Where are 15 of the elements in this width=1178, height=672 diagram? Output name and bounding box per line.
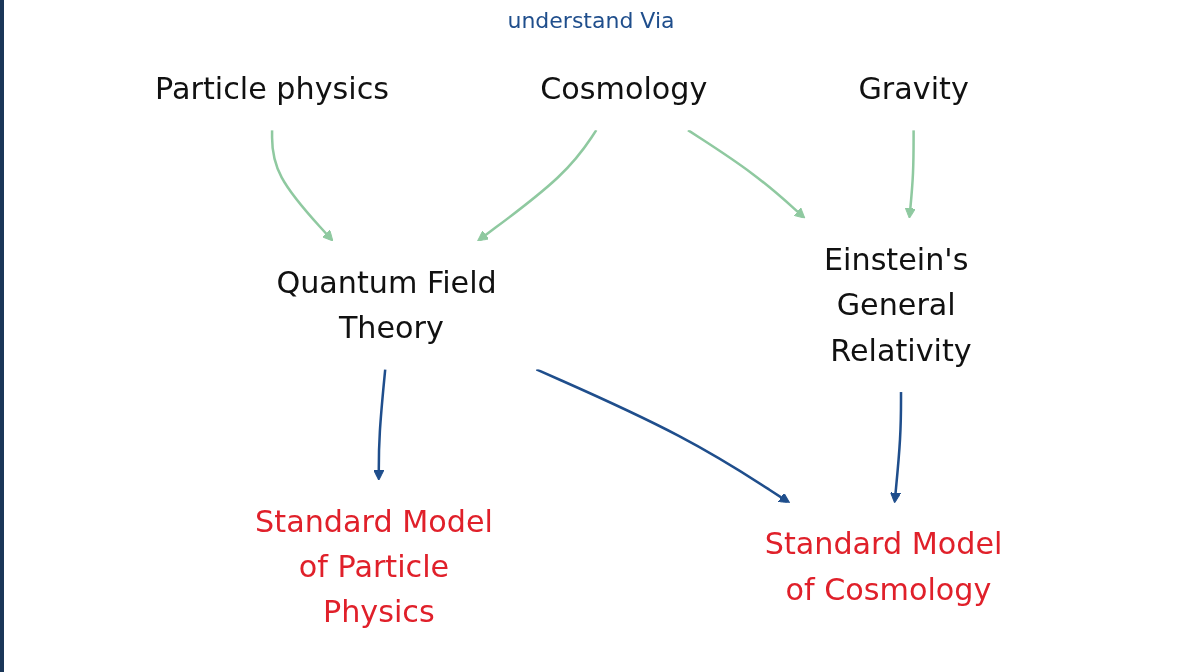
arrow xyxy=(687,129,806,219)
node-text: Standard Model of Cosmology xyxy=(764,526,1003,608)
node-text: Einstein's General Relativity xyxy=(823,242,972,369)
arrow xyxy=(904,130,916,219)
arrow xyxy=(535,368,791,504)
node-text: Quantum Field Theory xyxy=(276,264,497,346)
arrow xyxy=(373,369,387,481)
node-text: Particle physics xyxy=(155,70,390,107)
arrow xyxy=(270,130,334,242)
arrow xyxy=(477,129,598,242)
node-text: Standard Model of Particle Physics xyxy=(255,504,493,631)
edge-note: understand Via xyxy=(507,8,675,33)
node-text: Cosmology xyxy=(540,70,708,107)
arrow xyxy=(890,392,903,504)
node-text: Gravity xyxy=(858,70,969,107)
